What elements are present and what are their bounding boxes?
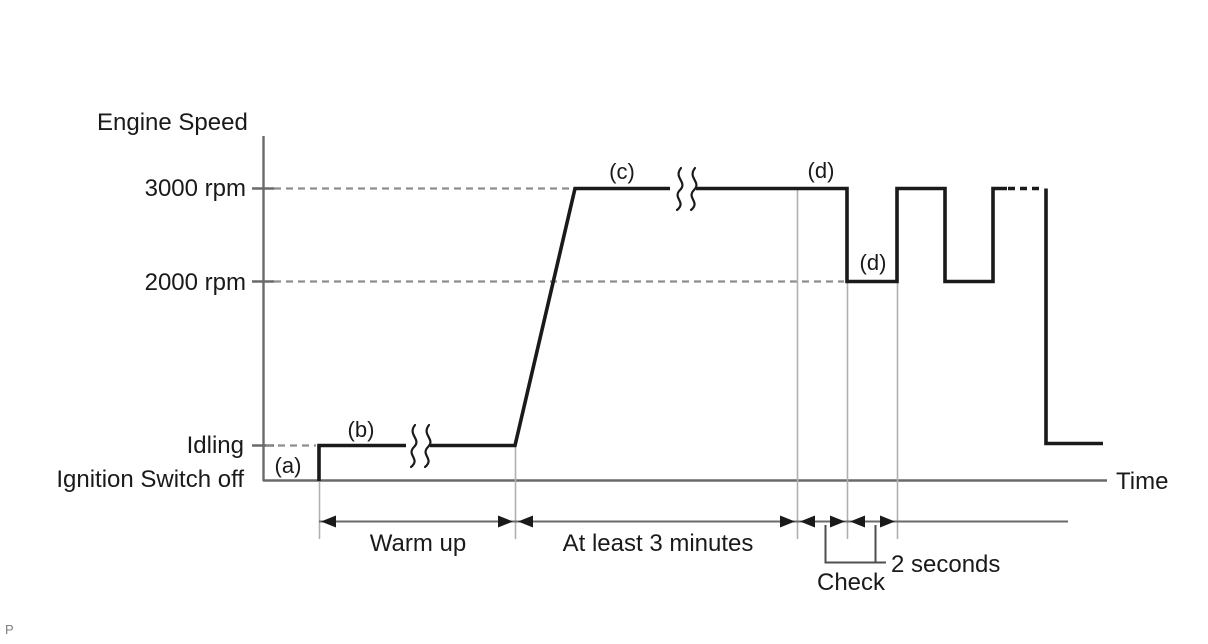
interval-dimension <box>319 515 1068 528</box>
break-squiggle-icon <box>689 166 698 212</box>
engine-speed-waveform <box>317 166 1103 481</box>
y-axis-title: Engine Speed <box>97 109 248 136</box>
waveform-ramp-to-3000 <box>430 186 670 448</box>
annotation-3-minutes: At least 3 minutes <box>563 530 754 557</box>
axes <box>252 136 1107 482</box>
arrow-right-icon <box>498 515 513 528</box>
arrow-right-icon <box>780 515 795 528</box>
axis-break-icon <box>675 166 698 212</box>
waveform-start-idle <box>317 443 406 481</box>
arrow-left-icon <box>321 515 336 528</box>
y-tick-label-idling: Idling <box>187 432 244 459</box>
point-label-d-mid: (d) <box>860 250 887 275</box>
waveform-return-to-idle <box>1044 188 1103 446</box>
break-squiggle-icon <box>423 423 432 469</box>
point-label-a: (a) <box>275 453 302 478</box>
footnote-p: P <box>5 622 14 637</box>
guide-lines <box>318 189 899 539</box>
point-label-b: (b) <box>348 417 375 442</box>
reference-lines <box>266 187 844 447</box>
waveform-pulses <box>696 186 1007 284</box>
arrow-left-icon <box>850 515 865 528</box>
point-label-c: (c) <box>609 159 635 184</box>
arrow-right-icon <box>880 515 895 528</box>
check-bracket <box>824 525 886 564</box>
annotation-check: Check <box>817 569 886 596</box>
y-tick-label-3000rpm: 3000 rpm <box>145 175 246 202</box>
y-tick-label-ignition-off: Ignition Switch off <box>56 466 244 493</box>
annotation-2-seconds: 2 seconds <box>891 551 1000 578</box>
arrow-right-icon <box>830 515 845 528</box>
annotation-warm-up: Warm up <box>370 530 466 557</box>
axis-break-icon <box>409 423 432 469</box>
point-label-d-top: (d) <box>808 158 835 183</box>
arrow-left-icon <box>800 515 815 528</box>
x-axis-title: Time <box>1116 468 1168 495</box>
break-squiggle-icon <box>409 423 418 469</box>
y-tick-label-2000rpm: 2000 rpm <box>145 269 246 296</box>
arrow-left-icon <box>518 515 533 528</box>
break-squiggle-icon <box>675 166 684 212</box>
